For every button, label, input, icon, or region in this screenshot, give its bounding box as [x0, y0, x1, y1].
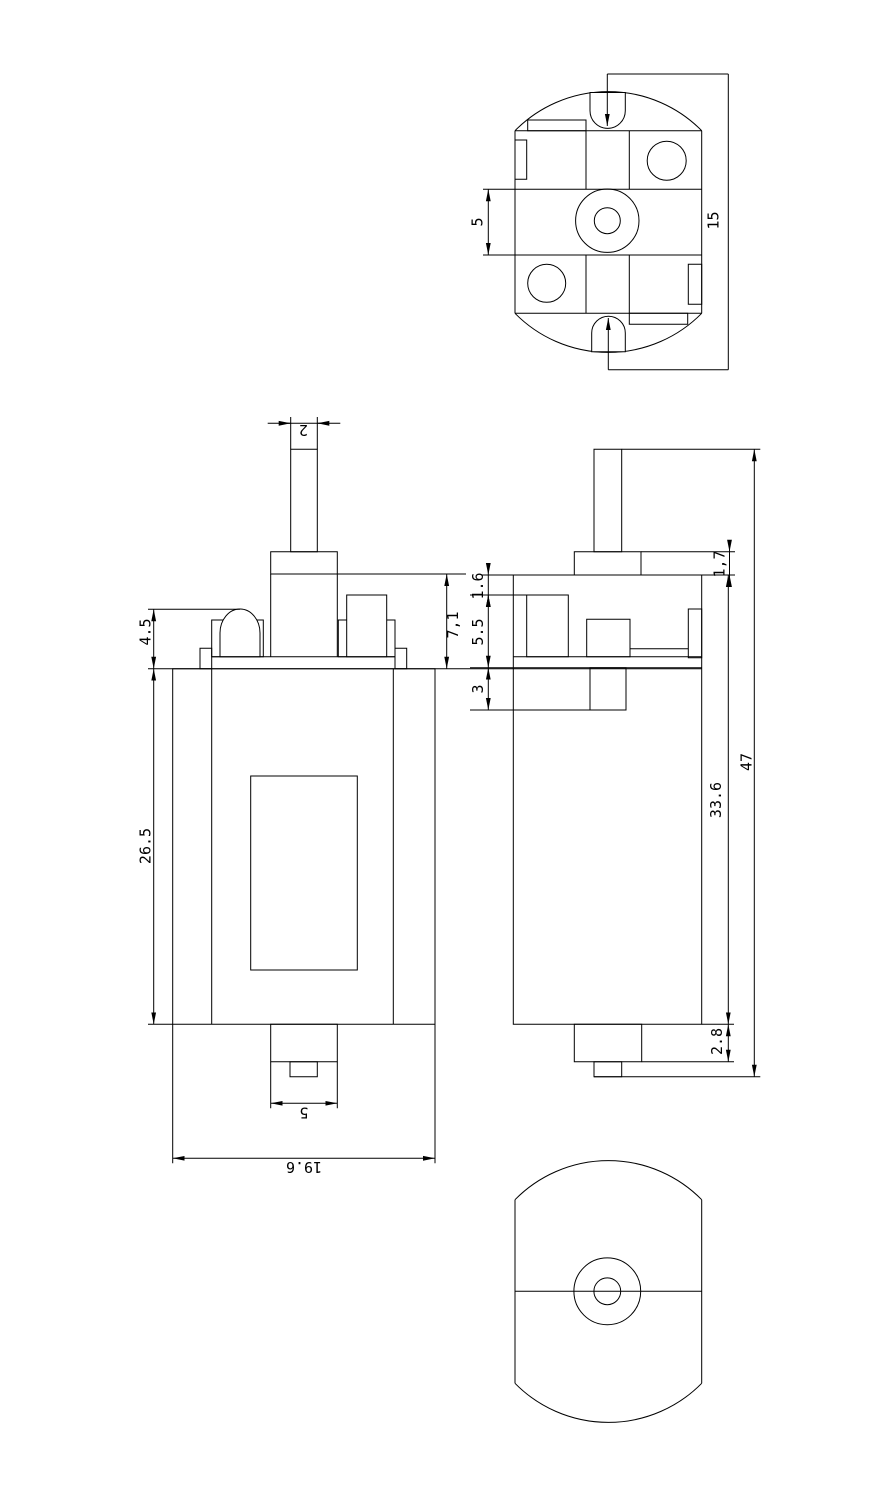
- shaft-bushing-side: [574, 552, 641, 575]
- bottom-step-tab: [629, 313, 687, 324]
- dim-body-width-label: 19.6: [286, 1158, 322, 1176]
- bottom-view-outline: [515, 1161, 702, 1423]
- terminal-slot-center: [587, 619, 630, 656]
- dim-slot-width: 5: [469, 189, 516, 255]
- dim-cap-height-label: 7,1: [444, 611, 462, 638]
- dim-terminal-span-label: 15: [705, 211, 723, 229]
- dim-terminal-span: 15: [604, 74, 728, 370]
- cap-step-right: [395, 648, 407, 668]
- dim-slot-width-label: 5: [469, 217, 487, 226]
- dim-terminal-span-ext: [607, 74, 728, 370]
- side-view: 1.6 5.5 3 1,7 33.6 2.8: [469, 449, 760, 1076]
- side-ext-reference-lines: [470, 575, 590, 710]
- cap-step-left: [200, 648, 212, 668]
- dim-shaft-diameter-label: 2: [299, 421, 308, 439]
- dim-boss-height-label: 2.8: [708, 1028, 726, 1055]
- dim-overall-length-label: 47: [738, 753, 756, 771]
- dim-body-width: 19.6: [173, 1024, 435, 1176]
- dim-body-height-label: 26.5: [137, 828, 155, 864]
- brush-dome: [220, 609, 260, 657]
- dim-overall-length-ext: [594, 449, 760, 1076]
- mounting-boss: [271, 1024, 338, 1061]
- shaft-stub: [290, 1062, 317, 1077]
- boss-circle: [574, 1258, 641, 1325]
- motor-shaft: [291, 449, 318, 551]
- dim-boss-width-label: 5: [299, 1104, 308, 1122]
- terminal-slot-edge: [688, 609, 701, 658]
- label-window: [251, 776, 358, 970]
- dim-boss-height: 2.8: [642, 1024, 734, 1061]
- dim-cap-step-height: 4.5: [137, 609, 241, 669]
- right-edge-slot: [688, 264, 701, 304]
- shaft-bushing: [271, 552, 338, 574]
- dim-boss-width: 5: [271, 1062, 338, 1122]
- dim-lip-height-label: 1.6: [469, 572, 487, 599]
- mounting-boss-side: [574, 1024, 641, 1061]
- top-view-grid-lines: [515, 131, 702, 314]
- dim-boss-width-ext: [271, 1062, 338, 1109]
- end-cap-center-block: [271, 574, 338, 657]
- top-view: 5 15: [469, 74, 729, 370]
- dim-bushing-height: 1,7: [641, 539, 735, 587]
- bottom-view: [515, 1161, 702, 1423]
- dim-body-length: 33.6: [702, 575, 734, 1024]
- vent-hole-upper: [647, 141, 686, 180]
- dim-terminal-depth-label: 5.5: [469, 618, 487, 645]
- dim-body-length-label: 33.6: [707, 782, 725, 818]
- dim-overall-length: 47: [594, 449, 760, 1076]
- front-view: 2 4.5 7,1 26.5 5 19.6: [137, 417, 702, 1176]
- motor-body-side: [513, 575, 701, 1024]
- dim-inner-depth-label: 3: [469, 684, 487, 693]
- shaft-stub-side: [594, 1062, 622, 1077]
- top-step-tab: [528, 120, 586, 131]
- terminal-slot-left: [527, 595, 569, 657]
- shaft-bushing-circle: [576, 189, 639, 252]
- dim-cap-step-height-label: 4.5: [137, 618, 155, 645]
- dim-body-height: 26.5: [137, 668, 173, 1025]
- vent-hole-lower: [528, 264, 566, 302]
- terminal-lug: [347, 595, 387, 657]
- left-edge-slot: [515, 140, 527, 179]
- dim-bushing-height-label: 1,7: [711, 550, 729, 577]
- dim-lip-height: 1.6: [469, 563, 491, 607]
- dim-body-width-ext: [173, 1024, 435, 1163]
- body-flat-edges: [212, 669, 394, 1025]
- dim-inner-depth: 3: [469, 667, 491, 710]
- motor-shaft-side: [594, 449, 622, 551]
- dim-cap-height: 7,1: [337, 574, 466, 669]
- end-cap-plate-side: [513, 657, 701, 668]
- dim-shaft-diameter: 2: [268, 417, 341, 449]
- shaft-hole-circle: [594, 208, 620, 234]
- shaft-stub-circle: [594, 1278, 621, 1305]
- brush-card: [590, 668, 626, 710]
- dim-terminal-depth: 5.5: [469, 595, 491, 668]
